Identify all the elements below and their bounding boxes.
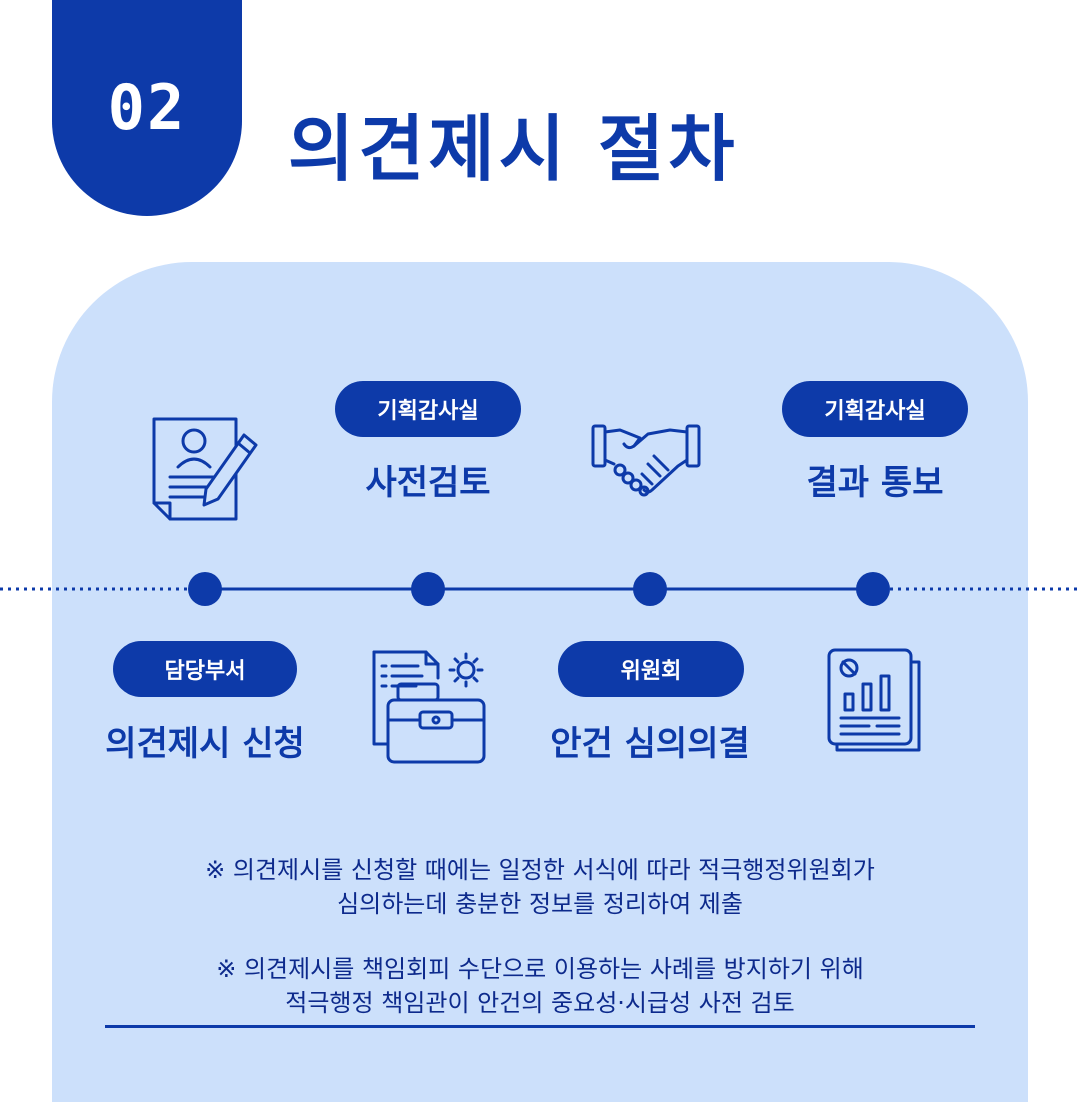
step-label-committee: 안건 심의의결 — [550, 724, 750, 764]
report-chart-icon — [827, 648, 921, 752]
dept-pill-notify-label: 기획감사실 — [824, 399, 926, 424]
timeline-node-1 — [188, 572, 222, 606]
note-2: ※ 의견제시를 책임회피 수단으로 이용하는 사례를 방지하기 위해 적극행정 … — [100, 952, 980, 1020]
document-pen-icon — [152, 417, 258, 521]
dept-pill-committee-label: 위원회 — [620, 659, 682, 684]
process-timeline — [0, 572, 1080, 606]
briefcase-gear-icon — [372, 650, 486, 764]
dept-pill-review-label: 기획감사실 — [377, 399, 479, 424]
dept-pill-committee: 위원회 — [558, 641, 744, 697]
page-title: 의견제시 절차 — [288, 107, 739, 191]
bottom-divider — [105, 1025, 975, 1028]
step-label-request: 의견제시 신청 — [105, 724, 305, 764]
dept-pill-notify: 기획감사실 — [782, 381, 968, 437]
dept-pill-request-label: 담당부서 — [164, 659, 246, 684]
timeline-node-3 — [633, 572, 667, 606]
dept-pill-review: 기획감사실 — [335, 381, 521, 437]
note-2-line-2: 적극행정 책임관이 안건의 중요성·시급성 사전 검토 — [285, 989, 795, 1017]
handshake-icon — [591, 424, 701, 497]
step-label-notify: 결과 통보 — [806, 463, 944, 503]
timeline-node-4 — [856, 572, 890, 606]
note-1-line-2: 심의하는데 충분한 정보를 정리하여 제출 — [337, 890, 743, 918]
note-1: ※ 의견제시를 신청할 때에는 일정한 서식에 따라 적극행정위원회가 심의하는… — [100, 853, 980, 921]
note-2-line-1: ※ 의견제시를 책임회피 수단으로 이용하는 사례를 방지하기 위해 — [216, 955, 864, 983]
section-number-badge: 02 — [52, 0, 242, 216]
note-1-line-1: ※ 의견제시를 신청할 때에는 일정한 서식에 따라 적극행정위원회가 — [205, 856, 875, 884]
step-label-review: 사전검토 — [365, 463, 491, 503]
timeline-node-2 — [411, 572, 445, 606]
dept-pill-request: 담당부서 — [113, 641, 297, 697]
section-number: 02 — [107, 71, 187, 144]
